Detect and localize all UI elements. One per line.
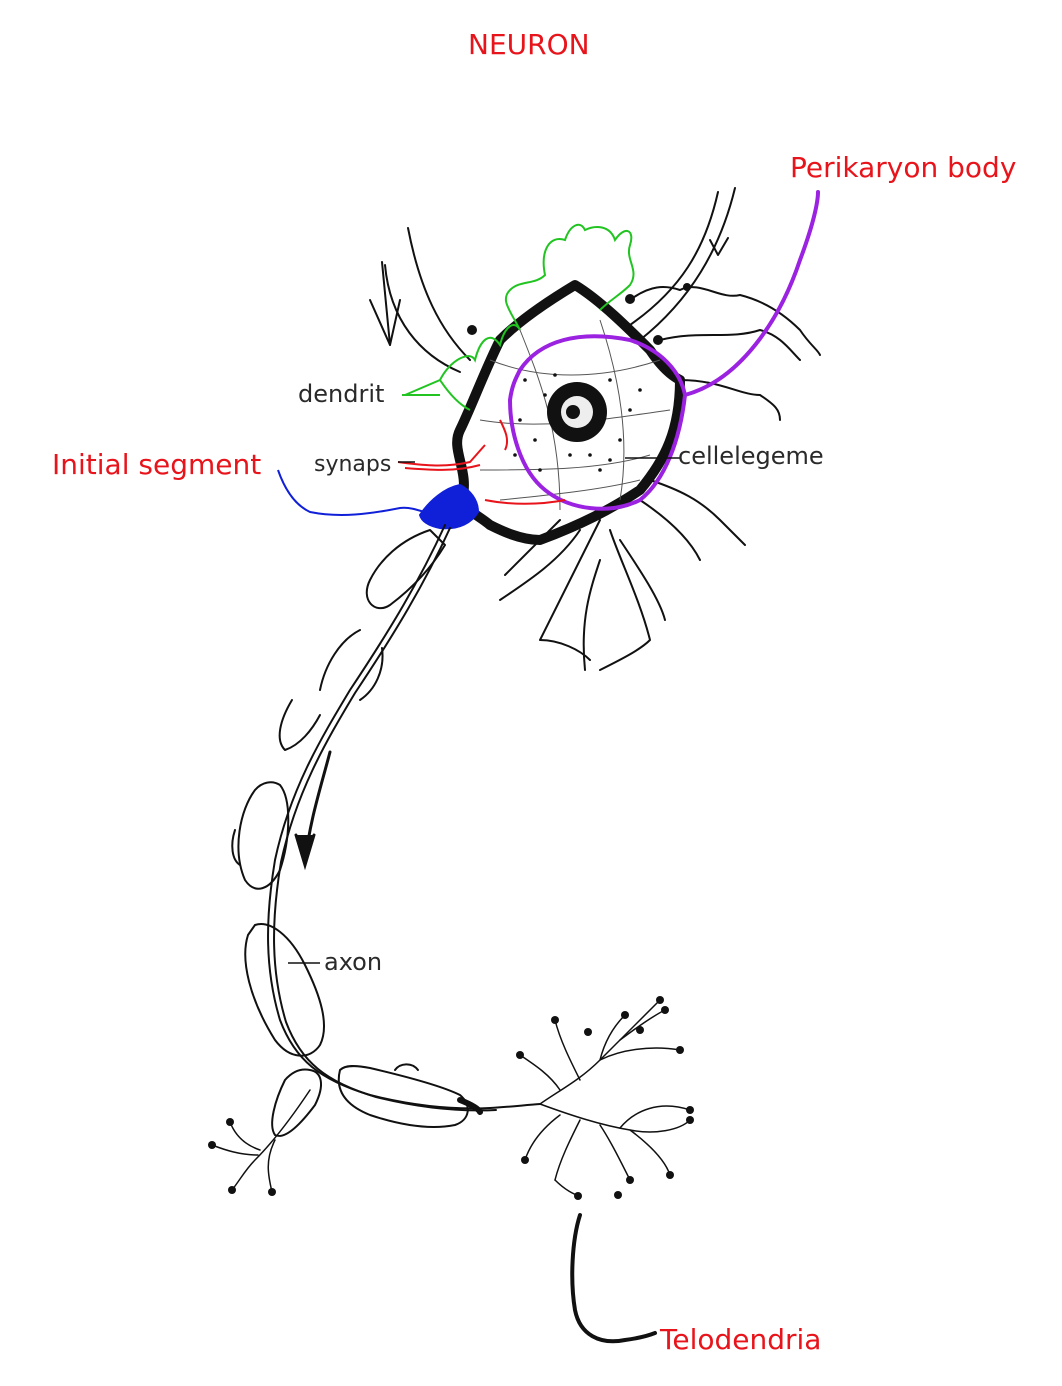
nucleus — [547, 382, 607, 442]
initial-segment-highlight — [418, 483, 480, 530]
label-cellelegeme: cellelegeme — [678, 442, 824, 470]
telodendria-branches — [211, 999, 691, 1196]
axon — [231, 524, 541, 1137]
nissl-granules — [513, 373, 642, 472]
label-dendrit: dendrit — [298, 380, 385, 408]
synapse-highlight — [397, 419, 566, 505]
label-synaps: synaps — [314, 452, 392, 477]
telodendria-bracket — [570, 1213, 657, 1344]
telodendria-terminals — [208, 996, 694, 1200]
label-perikaryon-body: Perikaryon body — [790, 151, 1017, 184]
flow-arrows — [294, 750, 332, 871]
label-telodendria: Telodendria — [660, 1323, 822, 1356]
label-initial-segment: Initial segment — [52, 448, 262, 481]
soma-outline — [452, 280, 685, 545]
dendrite-highlight — [404, 223, 635, 411]
dendrite-branches — [369, 187, 821, 671]
synaptic-knobs — [467, 283, 691, 345]
label-axon: axon — [324, 948, 383, 976]
perikaryon-highlight — [507, 190, 820, 511]
page-title: NEURON — [468, 28, 590, 61]
initial-segment-leader — [277, 469, 425, 516]
